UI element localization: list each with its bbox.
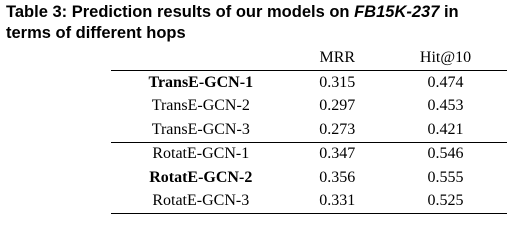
- table-header-row: MRR Hit@10: [111, 46, 507, 71]
- hit10-cell: 0.453: [427, 97, 464, 115]
- table-row: TransE-GCN-2 0.297 0.453: [111, 95, 507, 119]
- table-row: RotatE-GCN-1 0.347 0.546: [111, 142, 507, 166]
- table-caption: Table 3: Prediction results of our model…: [6, 2, 510, 44]
- table-row: TransE-GCN-3 0.273 0.421: [111, 118, 507, 143]
- caption-line-2: terms of different hops: [6, 24, 186, 42]
- mrr-cell: 0.315: [319, 73, 356, 91]
- caption-line-1: Table 3: Prediction results of our model…: [6, 2, 510, 23]
- mrr-cell: 0.347: [319, 145, 356, 163]
- column-header-hit10: Hit@10: [384, 46, 507, 71]
- model-name-cell: RotatE-GCN-3: [111, 189, 291, 214]
- column-header-model: [111, 46, 291, 71]
- table-row: RotatE-GCN-3 0.331 0.525: [111, 189, 507, 214]
- results-table: MRR Hit@10 TransE-GCN-1 0.315 0.474 Tran…: [111, 46, 507, 214]
- table-row: TransE-GCN-1 0.315 0.474: [111, 71, 507, 95]
- hit10-cell: 0.546: [427, 145, 464, 163]
- model-name-cell: RotatE-GCN-2: [149, 168, 253, 186]
- hit10-cell: 0.525: [384, 189, 507, 214]
- caption-suffix: in: [439, 3, 459, 21]
- model-name-cell: TransE-GCN-2: [151, 97, 250, 115]
- model-name-cell: RotatE-GCN-1: [152, 145, 250, 163]
- mrr-cell: 0.356: [319, 168, 356, 186]
- model-name-cell: TransE-GCN-1: [148, 73, 254, 91]
- hit10-cell: 0.474: [427, 73, 464, 91]
- caption-dataset: FB15K-237: [354, 3, 440, 21]
- hit10-cell: 0.421: [384, 118, 507, 143]
- mrr-cell: 0.273: [290, 118, 384, 143]
- table-row: RotatE-GCN-2 0.356 0.555: [111, 166, 507, 190]
- column-header-mrr: MRR: [290, 46, 384, 71]
- hit10-cell: 0.555: [427, 168, 464, 186]
- mrr-cell: 0.297: [319, 97, 356, 115]
- model-name-cell: TransE-GCN-3: [111, 118, 291, 143]
- mrr-cell: 0.331: [290, 189, 384, 214]
- caption-prefix: Table 3: Prediction results of our model…: [6, 3, 355, 21]
